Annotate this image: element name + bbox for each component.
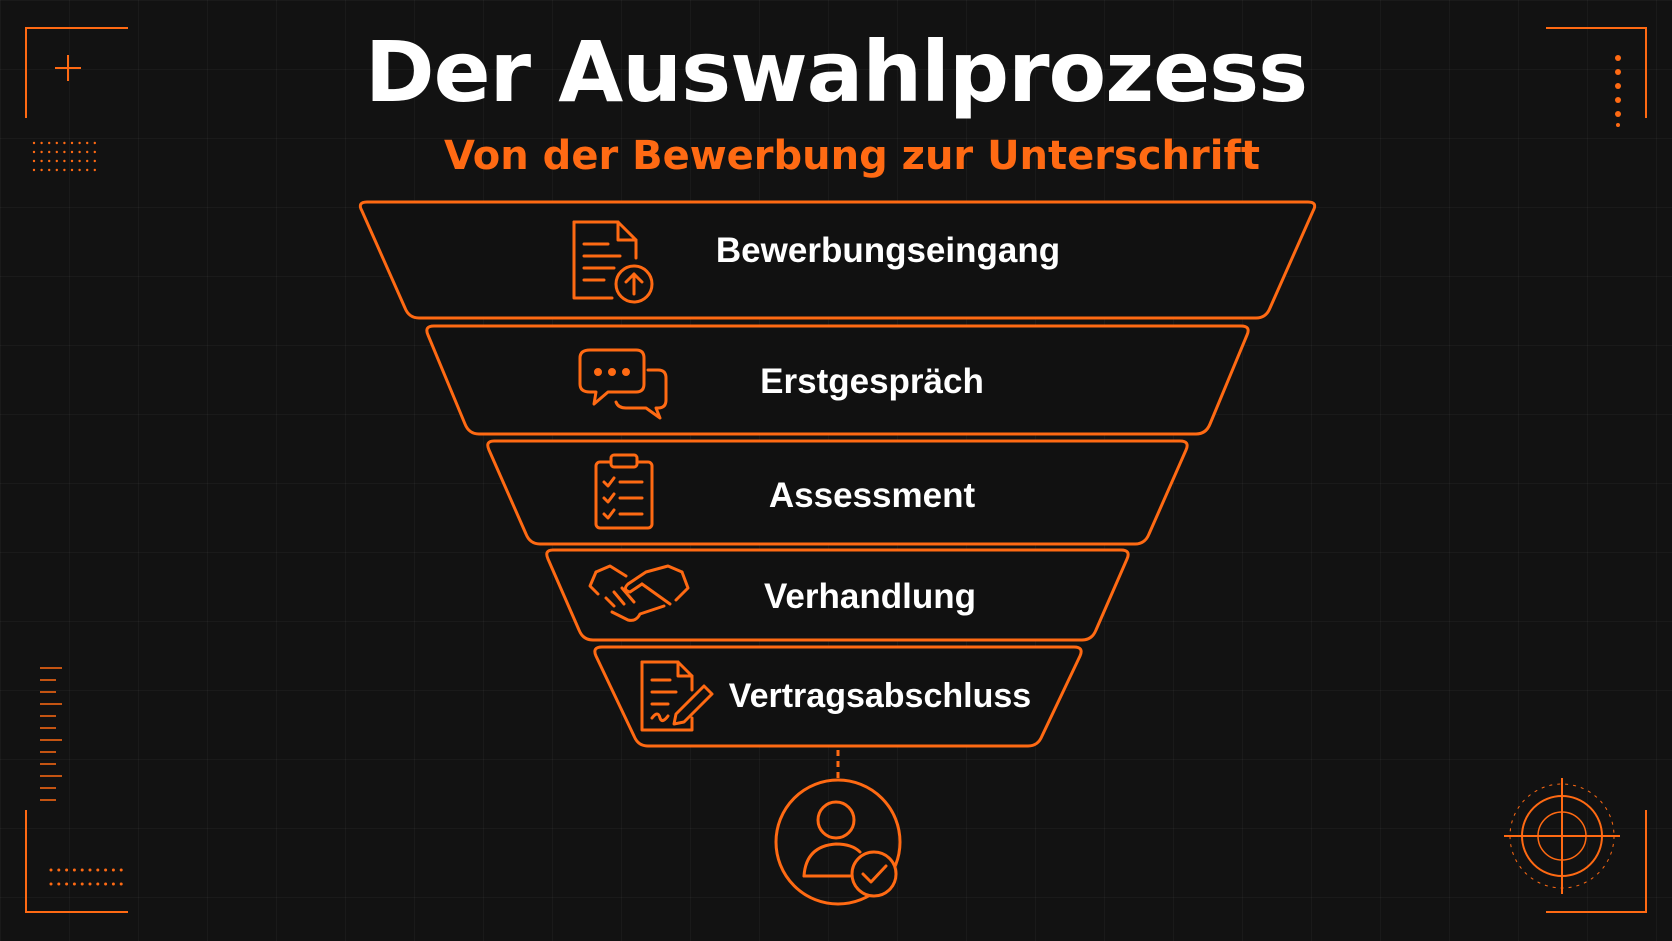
page-subtitle: Von der Bewerbung zur Unterschrift — [444, 133, 1260, 179]
decoration-dot — [119, 882, 123, 886]
stage-label: Vertragsabschluss — [729, 677, 1031, 715]
chat-bubbles-icon — [578, 348, 668, 420]
funnel-stage-1: Bewerbungseingang — [358, 200, 1317, 320]
decoration-dot — [96, 882, 100, 886]
stage-label: Erstgespräch — [760, 362, 984, 401]
decoration-dot — [78, 159, 81, 163]
decoration-dot — [57, 882, 61, 886]
decoration-dot — [78, 150, 81, 154]
vertical-dots-decoration — [1615, 55, 1621, 127]
decoration-dot — [93, 141, 97, 145]
stage-label: Verhandlung — [764, 577, 976, 616]
decoration-dot — [48, 141, 51, 145]
decoration-dot — [88, 868, 92, 872]
decoration-dot — [63, 159, 66, 163]
funnel-stage-2: Erstgespräch — [425, 324, 1250, 436]
decoration-dot — [104, 868, 108, 872]
funnel-stage-3: Assessment — [486, 439, 1189, 546]
decoration-dot — [32, 159, 36, 163]
decoration-dot — [93, 150, 97, 154]
clipboard-checklist-icon — [594, 453, 654, 530]
decoration-dot — [49, 868, 53, 872]
decoration-dot — [72, 868, 76, 872]
crosshair-plus-icon — [55, 55, 81, 81]
decoration-dot — [40, 150, 43, 154]
stage-label: Bewerbungseingang — [716, 231, 1060, 270]
decoration-dot — [86, 159, 89, 163]
decoration-dot — [72, 882, 76, 886]
decoration-dot — [48, 150, 51, 154]
decoration-dot — [40, 168, 43, 172]
decoration-dot — [55, 159, 58, 163]
decoration-dot — [63, 150, 66, 154]
decoration-dot — [55, 150, 58, 154]
corner-decoration-bottom-right — [1546, 810, 1647, 913]
funnel-stage-5: Vertragsabschluss — [593, 645, 1083, 748]
corner-decoration-bottom-left — [25, 810, 128, 913]
decoration-dot — [80, 882, 84, 886]
decoration-dot — [93, 168, 97, 172]
decoration-dot — [86, 150, 89, 154]
decoration-dot — [86, 168, 89, 172]
decoration-dot — [48, 168, 51, 172]
decoration-dot — [40, 159, 43, 163]
decoration-dot — [78, 141, 81, 145]
decoration-dot — [70, 168, 74, 172]
contract-signing-icon — [640, 660, 714, 732]
decoration-dot — [65, 868, 69, 872]
decoration-dot — [104, 882, 108, 886]
decoration-dot — [96, 868, 100, 872]
dot-row-decoration — [49, 868, 123, 886]
decoration-dot — [32, 168, 36, 172]
decoration-dot — [70, 159, 74, 163]
corner-decoration-top-right — [1546, 27, 1647, 118]
decoration-dot — [70, 150, 74, 154]
decoration-dot — [48, 159, 51, 163]
decoration-dot — [55, 141, 58, 145]
stage-label: Assessment — [769, 476, 976, 515]
decoration-dot — [78, 168, 81, 172]
decoration-dot — [40, 141, 43, 145]
decoration-dot — [65, 882, 69, 886]
decoration-dot — [49, 882, 53, 886]
dot-grid-decoration — [32, 141, 97, 172]
decoration-dot — [111, 882, 115, 886]
ruler-ticks-decoration — [40, 667, 62, 801]
funnel-stage-4: Verhandlung — [545, 548, 1130, 642]
document-upload-icon — [572, 220, 654, 304]
decoration-dot — [119, 868, 123, 872]
user-checkmark-icon — [774, 778, 902, 906]
target-crosshair-icon — [1504, 778, 1620, 894]
decoration-dot — [70, 141, 74, 145]
decoration-dot — [111, 868, 115, 872]
decoration-dot — [57, 868, 61, 872]
decoration-dot — [63, 141, 66, 145]
decoration-dot — [55, 168, 58, 172]
decoration-dot — [32, 150, 36, 154]
decoration-dot — [32, 141, 36, 145]
decoration-dot — [86, 141, 89, 145]
corner-decoration-top-left — [25, 27, 128, 118]
handshake-icon — [588, 564, 690, 622]
decoration-dot — [63, 168, 66, 172]
decoration-dot — [88, 882, 92, 886]
page-title: Der Auswahlprozess — [364, 23, 1308, 121]
decoration-dot — [80, 868, 84, 872]
decoration-dot — [93, 159, 97, 163]
